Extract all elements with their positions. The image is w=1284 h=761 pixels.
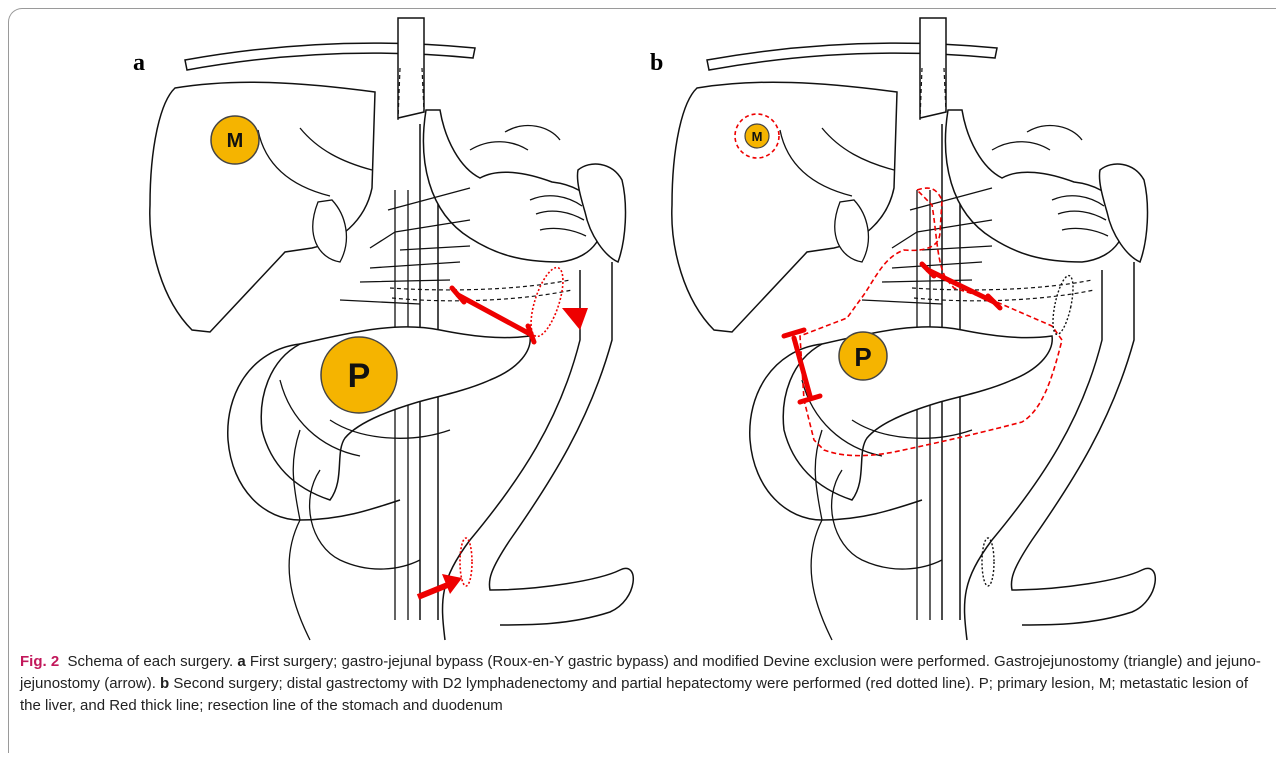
panel-a-gastrojejunostomy-ring [524,264,569,340]
caption-title: Schema of each surgery. [68,653,234,670]
caption-a-label: a [237,653,245,670]
panel-b: b M P [650,18,1155,640]
panel-b-resection-line-stomach [922,264,1000,308]
panel-a-metastatic-label: M [227,130,244,152]
panel-b-anatomy [672,18,1155,640]
panel-b-primary-label: P [854,342,871,372]
caption-b-label: b [160,675,169,692]
panel-a-primary-label: P [348,357,371,395]
figure-caption: Fig. 2 Schema of each surgery. a First s… [20,651,1270,717]
panel-b-gastrojejunostomy-ring [1049,274,1077,336]
surgery-schema: a M P b M P [0,0,1284,650]
panel-a-anatomy [150,18,633,640]
caption-fig-label: Fig. 2 [20,653,59,670]
panel-a-label: a [133,50,145,76]
panel-a: a M P [133,18,633,640]
panel-a-triangle-marker [562,308,588,330]
caption-b-text: Second surgery; distal gastrectomy with … [20,675,1248,714]
panel-b-metastatic-label: M [752,129,763,144]
panel-a-arrow-marker [418,574,462,597]
panel-b-label: b [650,50,663,76]
